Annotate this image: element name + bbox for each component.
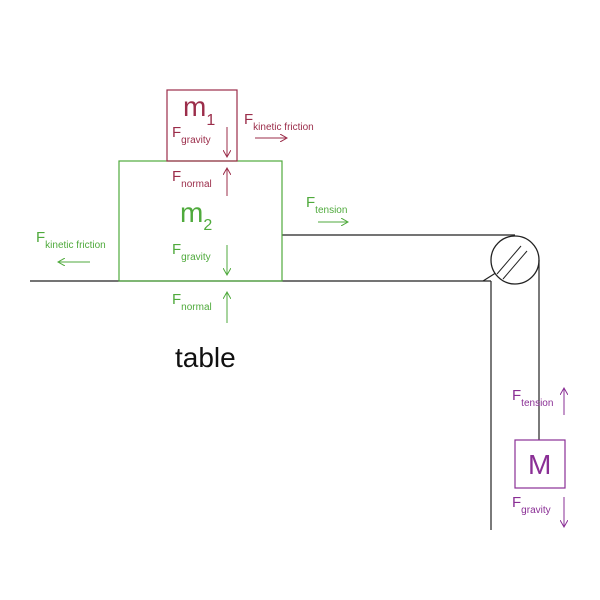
m2-normal-label: Fnormal <box>172 168 212 190</box>
m2-table-normal-label: Fnormal <box>172 291 212 313</box>
m1-friction-label: Fkinetic friction <box>244 111 314 133</box>
m1-label: m1 <box>183 91 215 129</box>
M-gravity-label: Fgravity <box>512 494 551 516</box>
block-m1 <box>166 89 238 162</box>
M-tension-label: Ftension <box>512 387 553 409</box>
m2-gravity-label: Fgravity <box>172 241 211 263</box>
table-label: table <box>175 342 236 373</box>
pulley <box>482 235 540 285</box>
block-M <box>514 439 566 489</box>
m2-tension-label: Ftension <box>306 194 347 216</box>
M-label: M <box>528 449 551 480</box>
m1-gravity-label: Fgravity <box>172 124 211 146</box>
m2-friction-label: Fkinetic friction <box>36 229 106 251</box>
m2-label: m2 <box>180 197 212 234</box>
